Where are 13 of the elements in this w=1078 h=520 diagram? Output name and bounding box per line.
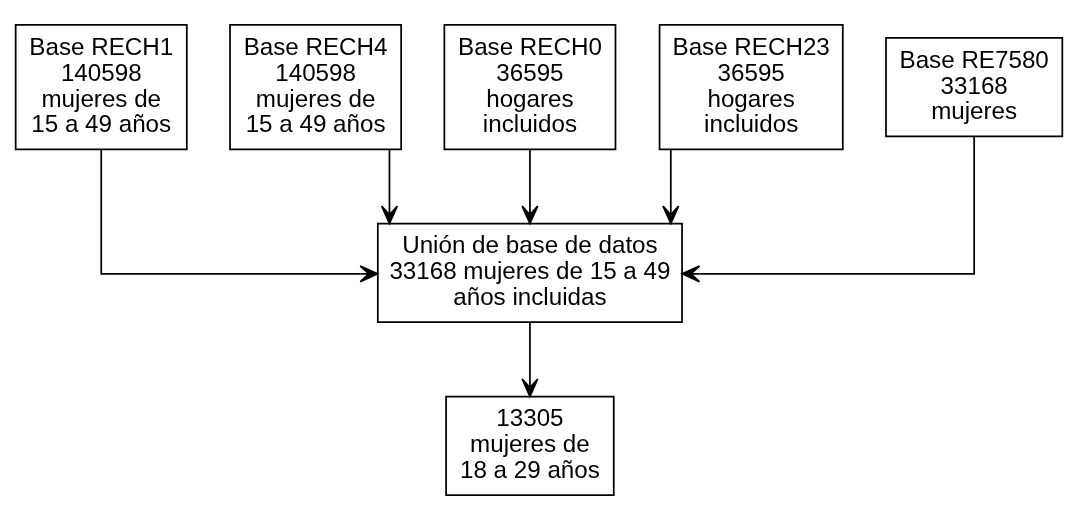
arrow [100,148,379,283]
arrow [681,135,976,283]
arrow [380,148,399,225]
arrow [521,148,539,225]
node-box: 13305 mujeres de 18 a 29 años [445,395,615,496]
node-box: Base RECH1 140598 mujeres de 15 a 49 años [14,24,188,151]
arrow [521,321,539,398]
node-box: Base RECH0 36595 hogares incluidos [443,24,617,151]
node-box: Base RECH23 36595 hogares incluidos [658,24,844,151]
arrow [662,148,680,225]
node-box: Unión de base de datos 33168 mujeres de 15 a 49 años incluidas [376,222,683,324]
node-box: Base RECH4 140598 mujeres de 15 a 49 años [229,24,402,151]
node-box: Base RE7580 33168 mujeres [885,37,1064,138]
